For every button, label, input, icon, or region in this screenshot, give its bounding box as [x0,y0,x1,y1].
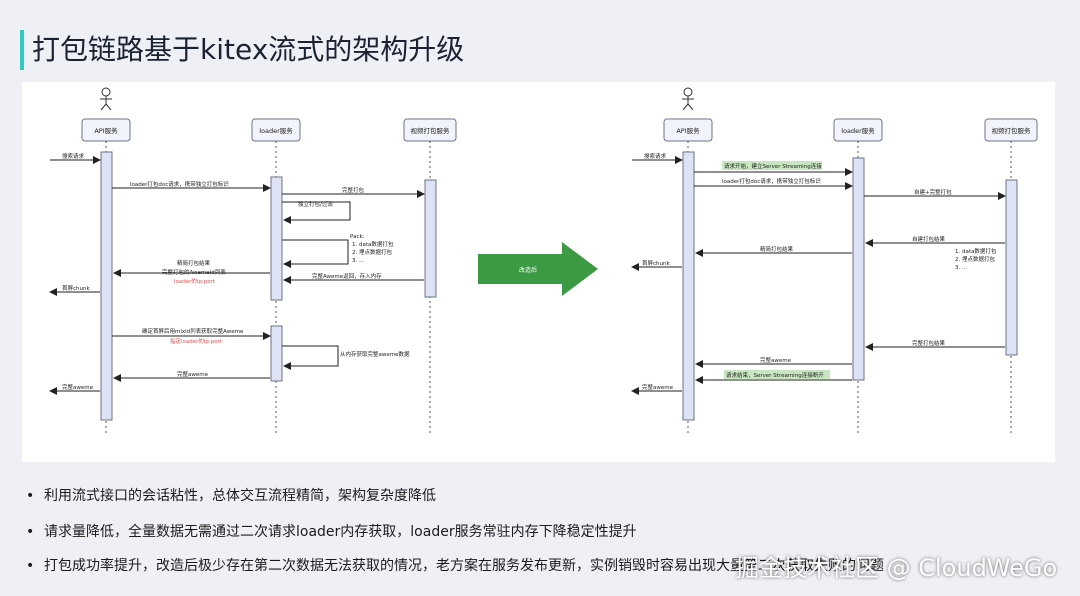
left-msg-from-memory: 从内存获取完整aweme数据 [340,350,410,358]
right-msg-pack-item-3: 3. ... [955,265,967,271]
left-activation-loader-2 [270,325,283,382]
left-msg-pack-loop [282,239,349,268]
bullet-text-1: 利用流式接口的会话粘性，总体交互流程精简，架构复杂度降低 [44,488,436,504]
right-msg-pack-item-2: 2. 埋点数据打包 [955,255,995,263]
right-msg-first-chunk: 首屏chunk [642,259,670,267]
right-msg-full-result: 完整打包结果 [912,339,946,347]
left-msg-pack-item-1: 1. data数据打包 [352,240,394,248]
left-msg-full-aweme-out: 完整aweme [62,383,94,391]
left-msg-loader-doc: loader打包doc请求，携带独立打包标识 [130,180,229,188]
left-participant-video-label: 视频打包服务 [411,126,451,135]
right-sequence-diagram: API服务 loader服务 视频打包服务 搜索请求 请求开始，建立Server… [631,87,1038,434]
right-participant-video-label: 视频打包服务 [992,126,1032,135]
bullet-item: •打包成功率提升，改造后极少存在第二次数据无法获取的情况，老方案在服务发布更新，… [26,558,884,574]
left-msg-confirm: 确定首屏后用mixid列表获取完整Aweme [142,327,244,335]
right-msg-full-aweme: 完整aweme [760,356,792,364]
title-accent-bar [20,30,24,70]
left-msg-pack-item-2: 2. 埋点数据打包 [352,248,392,256]
right-msg-loader-doc: loader打包doc请求，携带独立打包标识 [722,177,821,185]
left-msg-pack-item-3: 3. ... [352,258,364,264]
right-activation-video [1005,179,1018,356]
left-actor-icon [100,87,112,111]
right-stream-end-highlight [724,370,830,379]
right-msg-pack-item-1: 1. data数据打包 [955,247,997,255]
right-msg-simple-result: 精简打包结果 [760,245,794,253]
left-msg-specify-ip: 指定loader的ip:port [170,337,223,345]
left-activation-api [100,151,113,421]
left-sequence-diagram: API服务 loader服务 视频打包服务 搜索请求 loader打包doc请求… [49,87,457,434]
right-msg-self-pack: 自建+完整打包 [914,188,952,196]
right-actor-icon [682,87,694,111]
left-msg-full-aweme: 完整aweme [177,370,209,378]
right-activation-loader [852,157,865,381]
left-msg-full-list: 完整打包的AwemeId列表 [162,268,226,276]
right-msg-search: 搜索请求 [644,152,667,160]
right-stream-start-highlight [722,161,822,170]
right-participant-loader-label: loader服务 [841,126,875,135]
transition-label: 改造后 [519,266,537,274]
left-msg-pack-label: Pack: [350,234,365,240]
left-msg-full-pack: 完整打包 [342,186,365,194]
left-msg-from-memory-arrow [282,345,339,370]
bullet-item: •请求量降低，全量数据无需通过二次请求loader内存获取，loader服务常驻… [26,524,637,540]
left-msg-simple-result: 精简打包结果 [177,259,211,267]
left-activation-loader-1 [270,176,283,301]
left-msg-full-aweme-back: 完整Aweme返回，存入内存 [312,272,382,280]
left-participant-api-label: API服务 [94,126,118,135]
bullet-text-2: 请求量降低，全量数据无需通过二次请求loader内存获取，loader服务常驻内… [44,524,637,540]
left-participant-loader-label: loader服务 [259,126,293,135]
left-msg-search: 搜索请求 [62,152,85,160]
bullet-text-3: 打包成功率提升，改造后极少存在第二次数据无法获取的情况，老方案在服务发布更新，实… [44,558,884,574]
left-activation-video [424,179,437,298]
left-msg-independent-arrow [282,201,351,224]
right-msg-self-result: 自建打包结果 [912,235,946,243]
right-activation-api [682,151,695,421]
left-msg-independent: 独立打包/过滤 [298,200,333,208]
right-participant-api-label: API服务 [676,126,700,135]
right-msg-stream-start: 请求开始，建立Server Streaming连接 [724,162,822,170]
right-msg-stream-end: 请求结束，Server Streaming连接断开 [726,371,824,379]
transition-arrow: 改造后 [478,242,598,296]
bullet-item: •利用流式接口的会话粘性，总体交互流程精简，架构复杂度降低 [26,488,436,504]
page-title: 打包链路基于kitex流式的架构升级 [32,33,465,66]
left-msg-loader-ip: loader的ip:port [174,277,216,285]
sequence-diagrams: API服务 loader服务 视频打包服务 搜索请求 loader打包doc请求… [49,87,1038,434]
diagram-panel: API服务 loader服务 视频打包服务 搜索请求 loader打包doc请求… [22,82,1055,462]
left-msg-first-chunk: 首屏chunk [62,284,90,292]
watermark: 掘金技术社区 @ CloudWeGo [735,554,1058,582]
right-msg-full-aweme-out: 完整aweme [642,383,674,391]
